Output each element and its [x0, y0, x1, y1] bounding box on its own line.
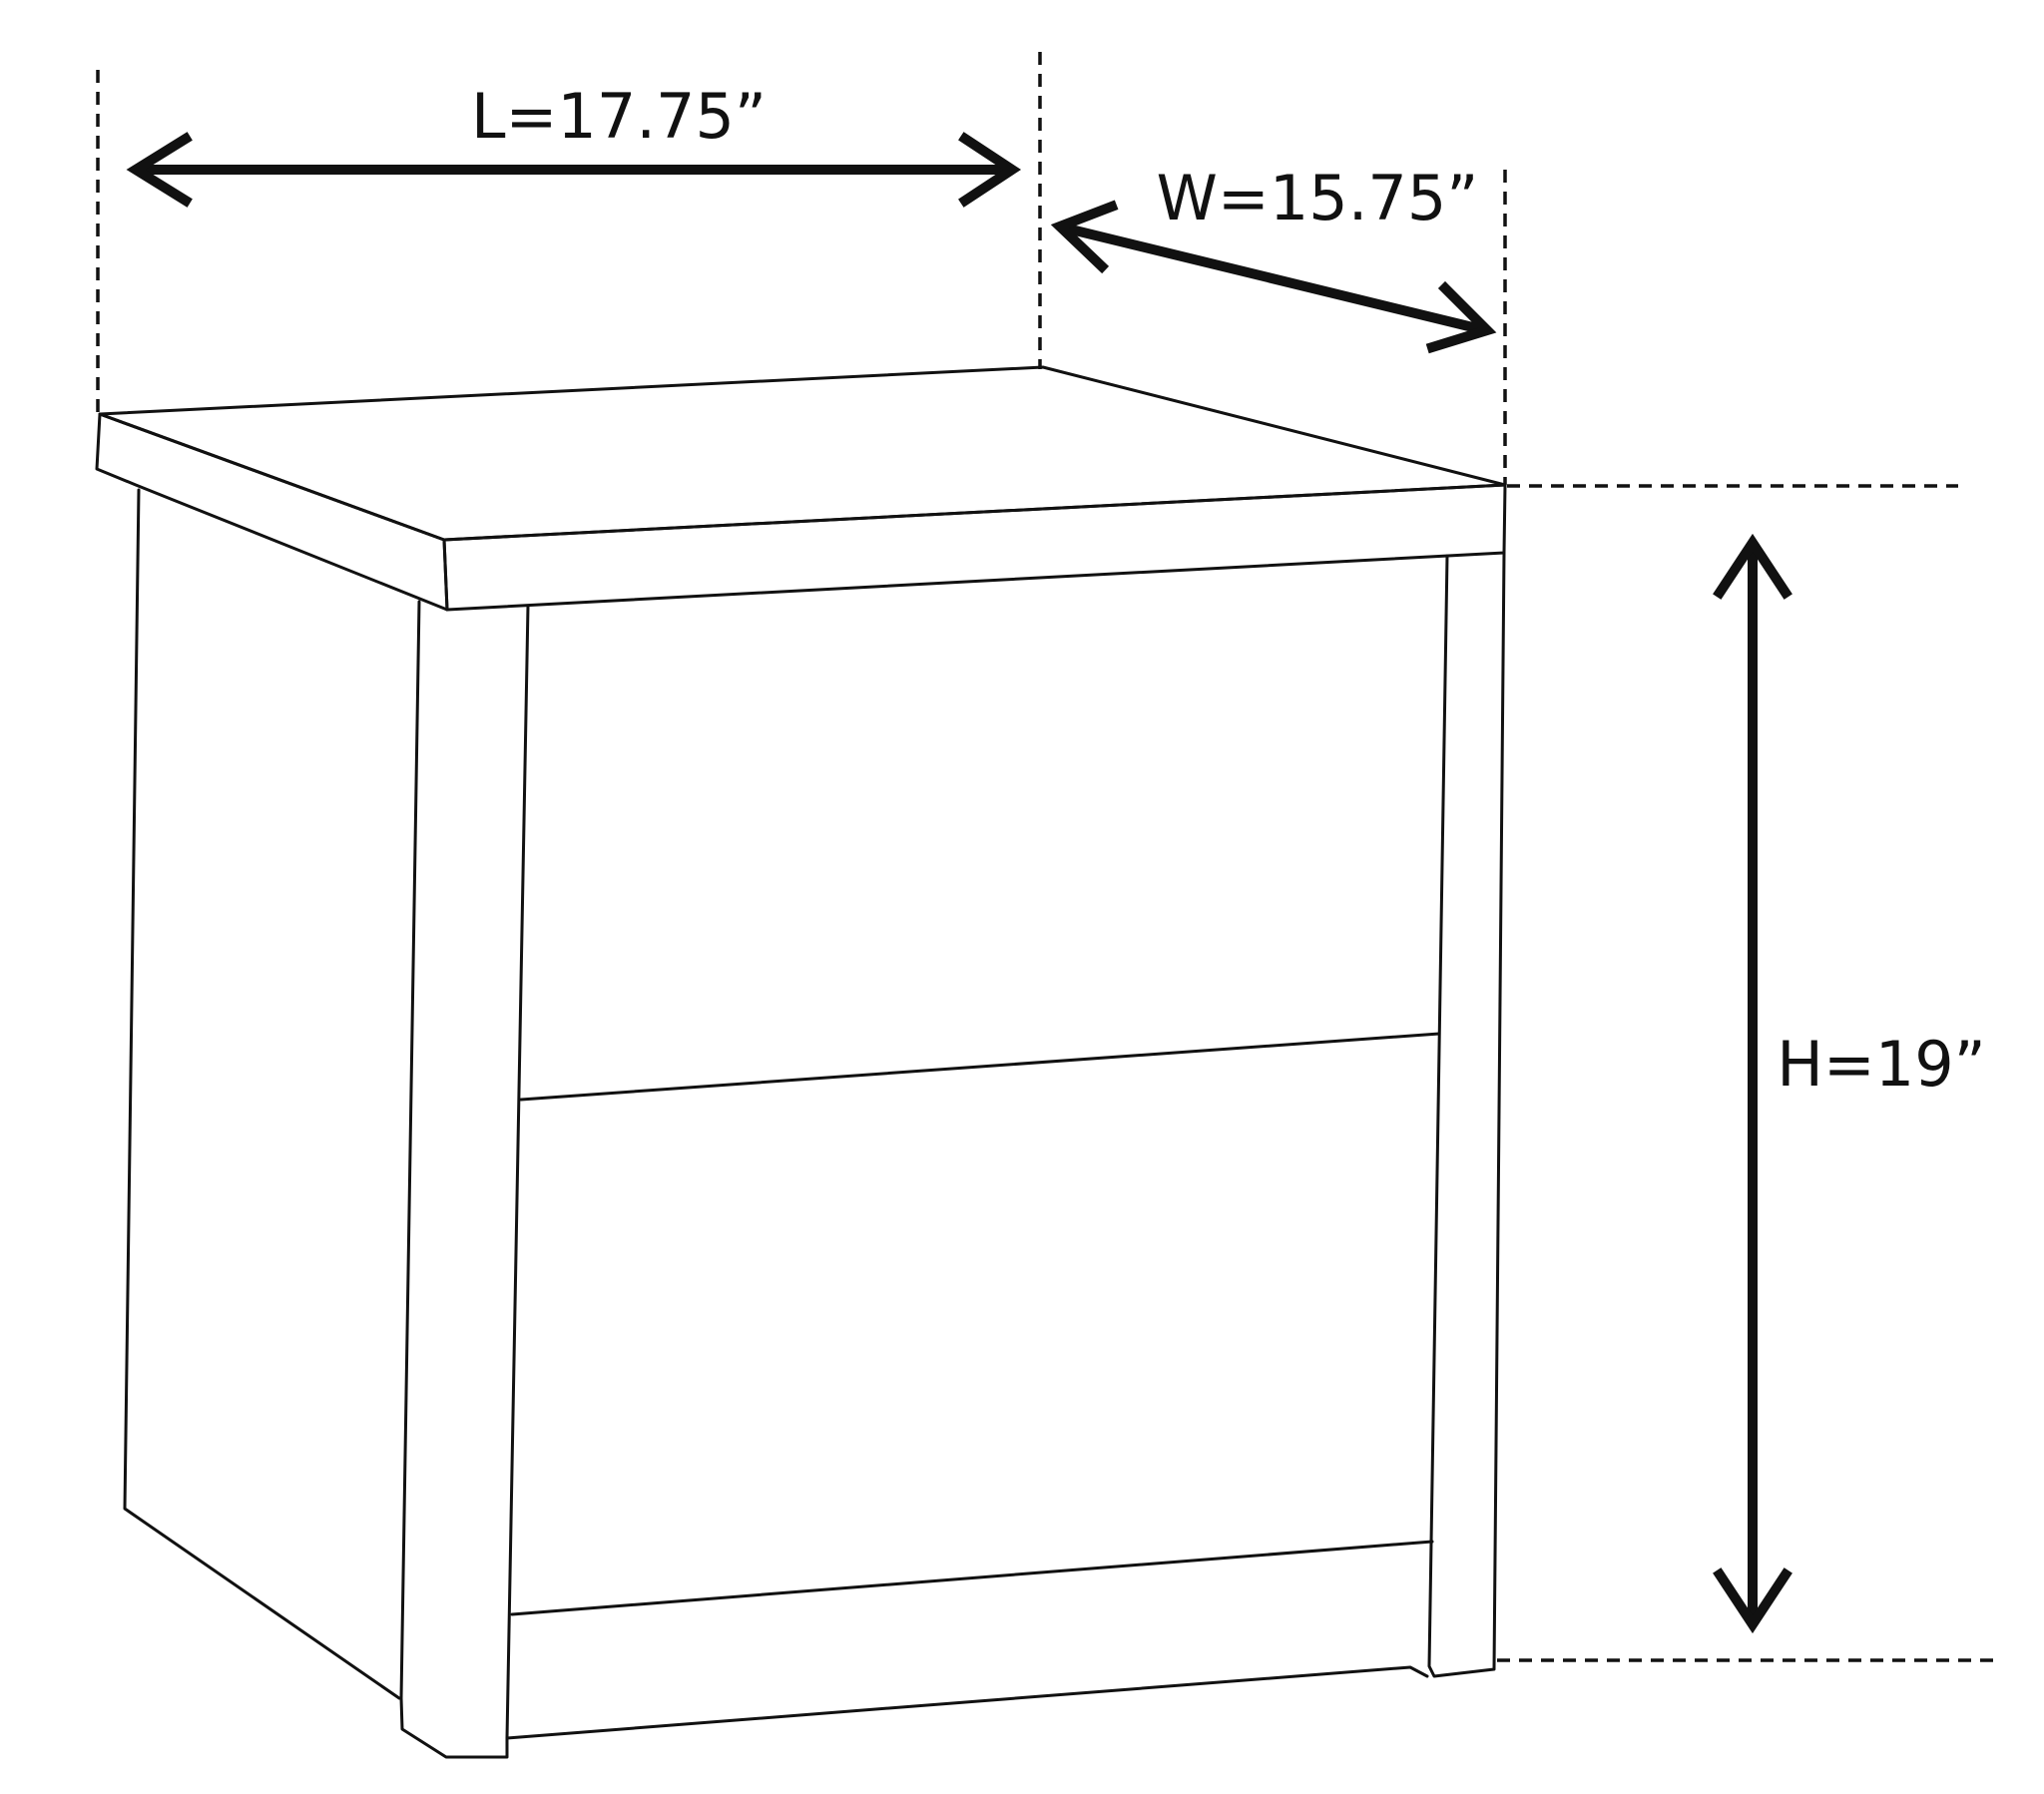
drawer-divider-bottom	[510, 1540, 1434, 1616]
nightstand-bottom-rail	[505, 1665, 1429, 1740]
height-arrow	[1713, 533, 1792, 1634]
height-arrow-bottom-head	[1713, 1568, 1792, 1634]
height-arrow-top-head	[1713, 533, 1792, 600]
width-arrow-right-head	[1425, 280, 1497, 354]
length-arrow-left-head	[126, 132, 193, 208]
nightstand-right-leg	[1427, 551, 1506, 1678]
height-label: H=19”	[1777, 1028, 1986, 1101]
nightstand-side-panel	[123, 488, 401, 1700]
width-label: W=15.75”	[1157, 162, 1479, 234]
nightstand-left-leg	[399, 600, 530, 1759]
nightstand-top-front-edge	[442, 483, 1507, 612]
drawer-divider-top	[519, 1032, 1441, 1102]
length-arrow-right-head	[958, 132, 1022, 208]
nightstand-top-side-edge	[95, 412, 449, 612]
nightstand-top-surface	[98, 365, 1507, 542]
nightstand-drawing	[95, 365, 1507, 1759]
length-label: L=17.75”	[471, 80, 766, 153]
extension-lines	[96, 52, 2000, 1662]
width-arrow-left-head	[1050, 200, 1119, 274]
length-arrow	[126, 132, 1022, 208]
width-arrow-shaft	[1058, 223, 1490, 335]
width-arrow	[1050, 200, 1497, 354]
